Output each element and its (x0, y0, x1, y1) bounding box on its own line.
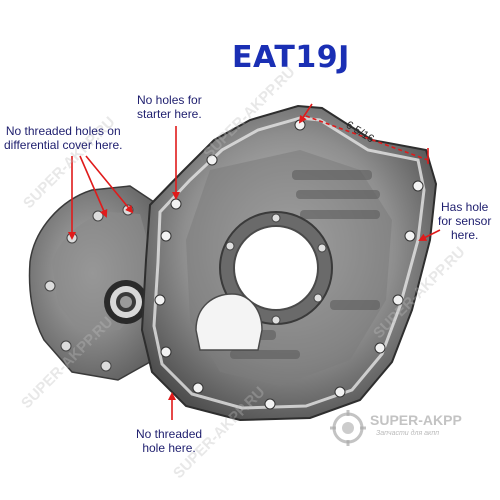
logo-tagline: Запчасти для акпп (376, 430, 440, 437)
page-title: EAT19J (232, 40, 350, 75)
logo-name: SUPER-AKPP (370, 412, 462, 428)
bottom-hole-note: No threaded hole here. (136, 427, 202, 455)
dimension-line (298, 103, 429, 164)
differential-cover (28, 185, 171, 381)
arrow-diff-2 (79, 155, 108, 218)
arrow-diff-3 (85, 155, 134, 214)
bell-housing (140, 104, 438, 422)
differential-cover-note: No threaded holes on differential cover … (4, 124, 123, 152)
sensor-note: Has hole for sensor here. (438, 200, 491, 242)
bottom-hole-note-text: No threaded hole here. (136, 427, 203, 455)
gearbox-logo-icon (330, 410, 366, 446)
arrow-sensor (418, 229, 441, 241)
starter-note: No holes for starter here. (137, 93, 202, 121)
starter-note-text: No holes for starter here. (137, 93, 202, 121)
annotation-arrows (68, 126, 441, 420)
logo: SUPER-AKPP Запчасти для акпп (330, 408, 480, 448)
differential-cover-note-text: No threaded holes on differential cover … (4, 124, 123, 152)
sensor-note-text: Has hole for sensor here. (438, 200, 492, 242)
